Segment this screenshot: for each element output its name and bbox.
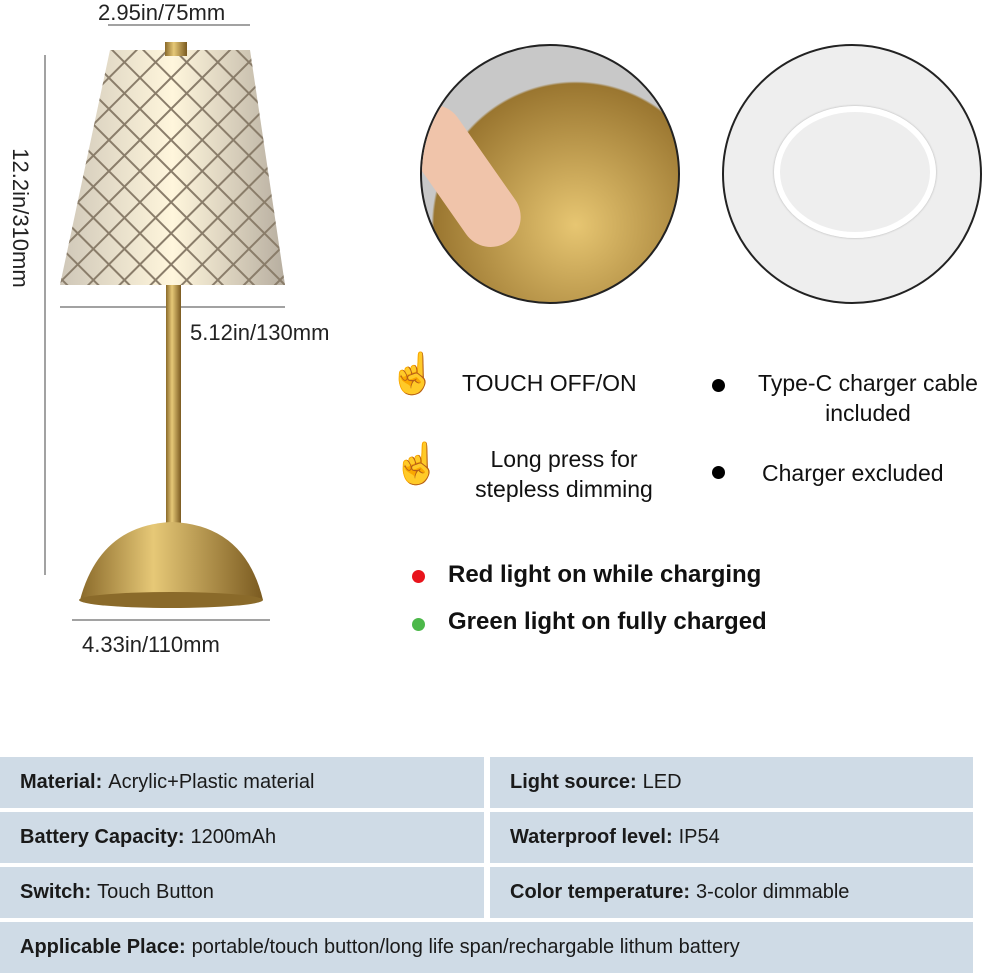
spec-value: LED [642, 771, 682, 793]
top-width-label: 2.95in/75mm [98, 0, 226, 25]
red-light-label: Red light on while charging [448, 561, 762, 588]
long-press-feature: Long press for stepless dimming [450, 444, 678, 504]
cable-line2: included [825, 400, 911, 426]
lamp-illustration [44, 24, 285, 621]
press-hand-icon: ☝ [392, 442, 442, 486]
spec-key: Applicable Place: [20, 936, 186, 958]
cable-image [774, 106, 936, 238]
red-indicator-icon [412, 570, 425, 583]
shade-width-label: 5.12in/130mm [190, 320, 330, 345]
spec-material: Material:Acrylic+Plastic material [0, 757, 484, 808]
spec-switch: Switch:Touch Button [0, 867, 484, 918]
spec-key: Color temperature: [510, 881, 691, 903]
touch-button-photo [420, 44, 680, 304]
spec-light-source: Light source:LED [490, 757, 973, 808]
spec-value: Acrylic+Plastic material [108, 771, 315, 793]
bullet-icon [712, 466, 725, 479]
green-indicator-icon [412, 618, 425, 631]
spec-value: IP54 [678, 826, 720, 848]
base-width-label: 4.33in/110mm [82, 632, 220, 657]
spec-key: Light source: [510, 771, 637, 793]
spec-key: Switch: [20, 881, 92, 903]
cable-feature: Type-C charger cable included [735, 368, 1000, 428]
bullet-icon [712, 379, 725, 392]
cable-photo [722, 44, 982, 304]
spec-waterproof: Waterproof level:IP54 [490, 812, 973, 863]
green-light-label: Green light on fully charged [448, 608, 767, 635]
cable-line1: Type-C charger cable [758, 370, 978, 396]
long-press-line2: stepless dimming [475, 476, 653, 502]
charger-feature: Charger excluded [762, 460, 944, 486]
spec-color-temp: Color temperature:3-color dimmable [490, 867, 973, 918]
spec-value: portable/touch button/long life span/rec… [191, 936, 740, 958]
spec-battery: Battery Capacity:1200mAh [0, 812, 484, 863]
height-label: 12.2in/310mm [8, 148, 33, 288]
touch-feature: TOUCH OFF/ON [462, 370, 637, 396]
spec-key: Battery Capacity: [20, 826, 185, 848]
spec-value: Touch Button [97, 881, 214, 903]
spec-key: Waterproof level: [510, 826, 673, 848]
spec-key: Material: [20, 771, 103, 793]
spec-value: 1200mAh [190, 826, 277, 848]
spec-value: 3-color dimmable [696, 881, 850, 903]
spec-applicable-place: Applicable Place:portable/touch button/l… [0, 922, 973, 973]
long-press-line1: Long press for [490, 446, 638, 472]
finger-image [422, 93, 533, 259]
touch-hand-icon: ☝ [388, 352, 438, 396]
